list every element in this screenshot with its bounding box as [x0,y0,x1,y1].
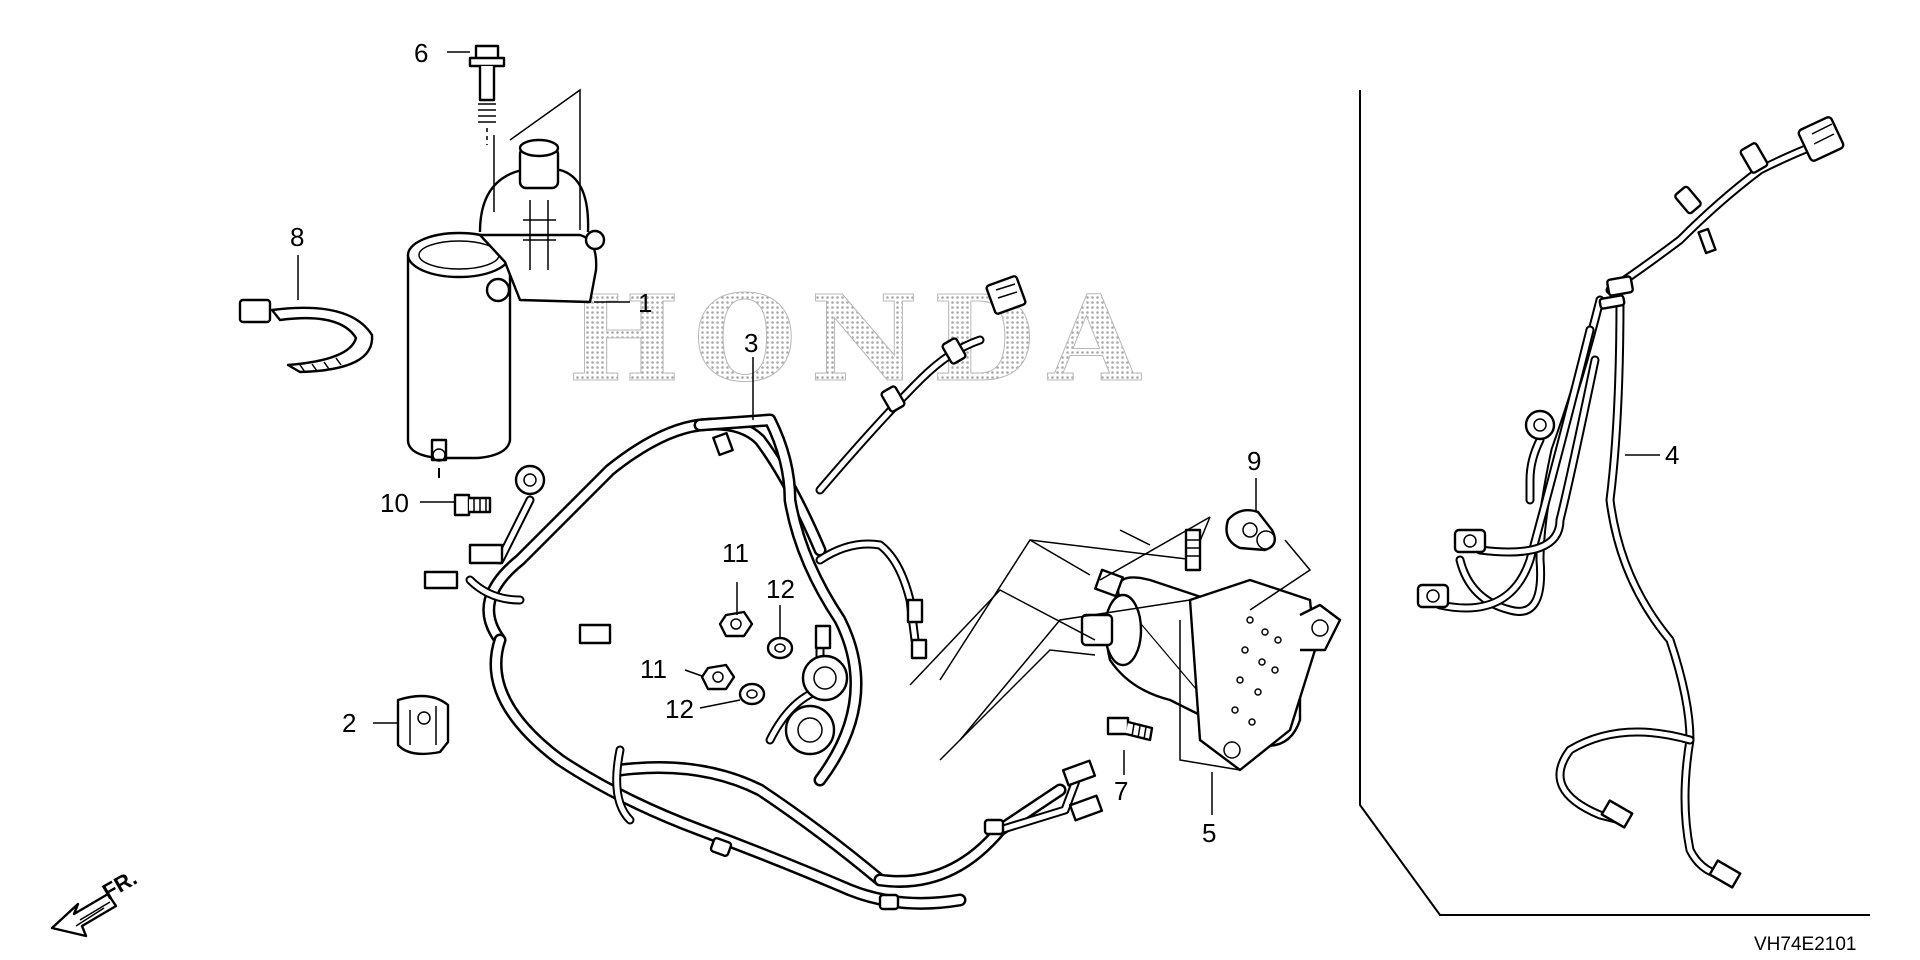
washer-12-upper [766,636,794,660]
nut-11-lower [700,663,736,691]
callout-12-upper: 12 [766,574,795,604]
bolt-6 [468,44,506,145]
callout-5: 5 [1202,818,1216,848]
callout-4: 4 [1665,440,1679,470]
callout-6: 6 [414,38,428,68]
washer-12-lower [738,682,766,706]
bolt-10 [453,493,492,517]
wire-harness-3 [423,275,1104,911]
bolt-7 [1106,716,1154,742]
callout-3: 3 [744,328,758,358]
callout-9: 9 [1247,446,1261,476]
honda-watermark: HONDA [568,269,1154,408]
front-arrow-icon [50,892,118,938]
callout-2: 2 [342,708,356,738]
grommet-9 [1225,509,1276,552]
callout-8: 8 [290,222,304,252]
grommet-2 [396,694,450,756]
nut-11-upper [718,610,754,638]
callout-12-lower: 12 [665,694,694,724]
diagram-code: VH74E2101 [1754,934,1856,955]
callout-11-lower: 11 [640,654,667,684]
cable-band-8 [238,298,374,374]
callout-11-upper: 11 [722,538,749,568]
inset-frame [1359,90,1870,916]
callout-10: 10 [380,488,409,518]
starter-solenoid-5 [1080,568,1342,772]
starter-motor [406,138,606,478]
wire-harness-4 [1416,116,1845,889]
callout-1: 1 [638,288,652,318]
callout-7: 7 [1114,776,1128,806]
